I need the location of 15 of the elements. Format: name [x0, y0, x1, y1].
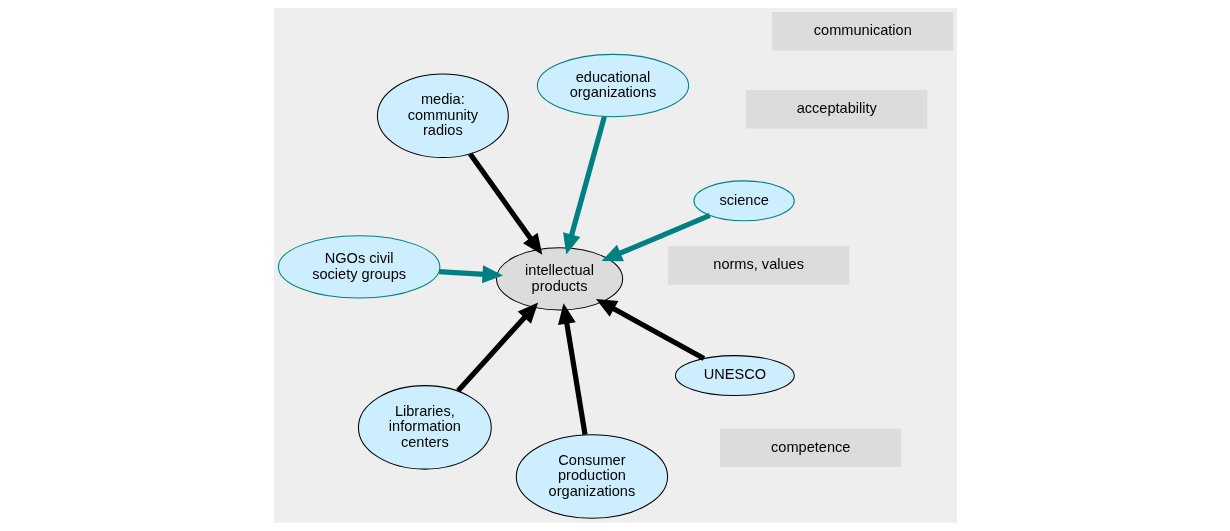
arrow — [562, 115, 607, 255]
node-ellipse: media: community radios — [376, 73, 509, 159]
node-ellipse: Consumer production organizations — [515, 434, 668, 519]
arrow — [601, 212, 711, 262]
arrow — [557, 303, 588, 436]
node-ellipse: intellectual products — [495, 247, 623, 311]
node-ellipse: educational organizations — [536, 53, 689, 118]
node-ellipse: UNESCO — [674, 355, 795, 397]
arrow — [455, 302, 538, 393]
node-ellipse: NGOs civil society groups — [277, 235, 440, 299]
node-ellipse: Libraries, information centers — [357, 385, 492, 470]
node-ellipse: science — [692, 180, 795, 222]
arrow — [438, 265, 503, 284]
arrow — [595, 298, 705, 361]
arrow — [467, 152, 542, 255]
